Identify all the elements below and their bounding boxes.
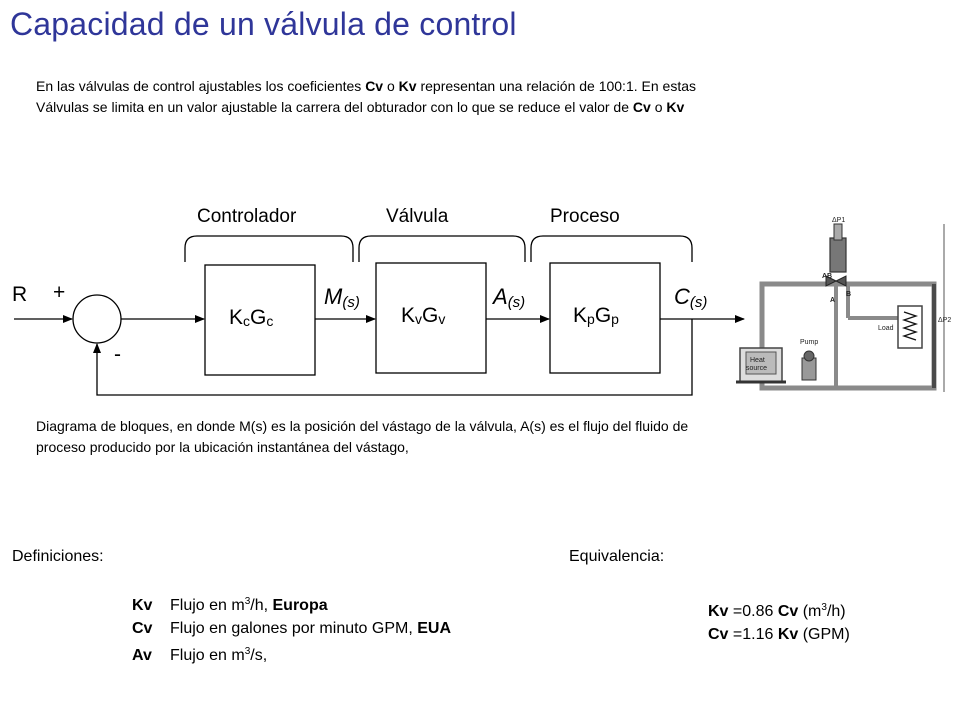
feedback-line	[93, 319, 693, 396]
bracket-proceso	[530, 235, 693, 262]
signal-a: A(s)	[493, 284, 526, 311]
label-minus: -	[114, 343, 121, 366]
process-schematic	[736, 223, 945, 392]
schematic-labels: ΔP1 ΔP2 AB A B Load Pump Heat source	[746, 217, 951, 372]
summing-junction	[72, 294, 122, 344]
page-title: Capacidad de un válvula de control	[10, 6, 517, 42]
intro-line-2: Válvulas se limita en un valor ajustable…	[36, 99, 685, 115]
block-valve-label: KvGv	[401, 304, 446, 327]
equivalence-heading: Equivalencia:	[569, 548, 665, 565]
block-valve	[375, 262, 487, 374]
label-valvula: Válvula	[386, 206, 449, 227]
block-controller	[204, 264, 316, 376]
label-dp2: ΔP2	[938, 317, 951, 324]
equivalence-list: Kv =0.86 Cv (m3/h) Cv =1.16 Kv (GPM)	[708, 596, 850, 646]
label-proceso: Proceso	[550, 206, 620, 227]
label-plus: +	[53, 281, 66, 304]
label-ab: AB	[822, 273, 832, 280]
definitions-heading: Definiciones:	[12, 548, 104, 565]
block-process-label: KpGp	[573, 304, 619, 327]
block-controller-label: KcGc	[229, 306, 274, 329]
label-a: A	[830, 297, 835, 304]
label-r: R	[12, 283, 28, 306]
bracket-valvula	[358, 235, 526, 262]
caption-line-1: Diagrama de bloques, en donde M(s) es la…	[36, 418, 689, 434]
label-source: source	[746, 365, 767, 372]
label-dp1: ΔP1	[832, 217, 845, 224]
signal-c: C(s)	[674, 284, 708, 311]
label-b: B	[846, 291, 851, 298]
signal-m: M(s)	[324, 284, 360, 311]
equivalence-kv: Kv =0.86 Cv (m3/h)	[708, 602, 846, 620]
label-load: Load	[878, 325, 894, 332]
label-heat: Heat	[750, 357, 765, 364]
intro-line-1: En las válvulas de control ajustables lo…	[36, 78, 696, 94]
intro-paragraph: En las válvulas de control ajustables lo…	[36, 76, 936, 118]
equivalence-cv: Cv =1.16 Kv (GPM)	[708, 626, 850, 643]
bracket-controlador	[184, 235, 354, 262]
diagram-caption: Diagrama de bloques, en donde M(s) es la…	[36, 416, 916, 458]
block-process	[549, 262, 661, 374]
caption-line-2: proceso producido por la ubicación insta…	[36, 439, 409, 455]
label-controlador: Controlador	[197, 206, 297, 227]
label-pump: Pump	[800, 339, 818, 346]
